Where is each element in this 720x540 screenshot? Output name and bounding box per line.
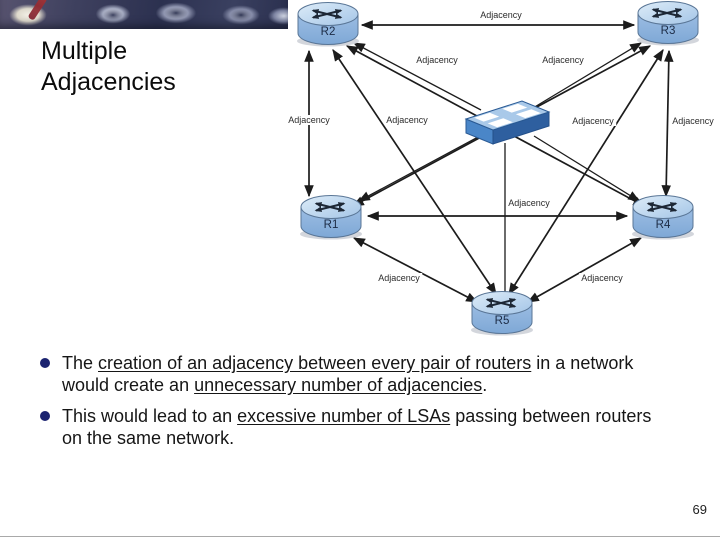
bullet-item: This would lead to an excessive number o… [40,405,695,449]
bullet-text: This would lead to an excessive number o… [62,406,652,448]
router-r1-icon: R1 [300,196,362,240]
switch-icon [464,100,551,145]
router-r5-icon: R5 [471,292,533,336]
router-r3-icon: R3 [637,2,699,46]
link-R4-R5 [526,237,643,303]
bullet-text: The creation of an adjacency between eve… [62,353,634,395]
router-label: R3 [661,25,676,37]
banner-image [0,0,288,29]
router-label: R2 [321,26,336,38]
router-r4-icon: R4 [632,196,694,240]
link-R1-R5 [352,237,479,303]
bullet-item: The creation of an adjacency between eve… [40,352,695,396]
page-number: 69 [692,502,707,517]
router-label: R1 [324,219,339,231]
link-R2-R5 [332,49,497,295]
bullet-list: The creation of an adjacency between eve… [40,352,695,458]
link-SW-R2 [352,42,482,111]
slide-title: Multiple Adjacencies [41,37,176,96]
bottom-rule [0,536,720,537]
switch-ports [474,103,541,128]
link-R3-R5 [508,48,664,296]
router-r2-icon: R2 [297,3,359,47]
router-label: R5 [495,315,510,327]
link-SW-R3 [532,42,643,109]
router-label: R4 [656,219,671,231]
link-SW-R4 [533,135,641,202]
bullet-icon [40,358,50,368]
adjacency-links [304,20,674,303]
switch-top-face [464,100,551,131]
link-SW-R1 [357,135,481,202]
link-R3-R4 [661,49,674,198]
bullet-icon [40,411,50,421]
